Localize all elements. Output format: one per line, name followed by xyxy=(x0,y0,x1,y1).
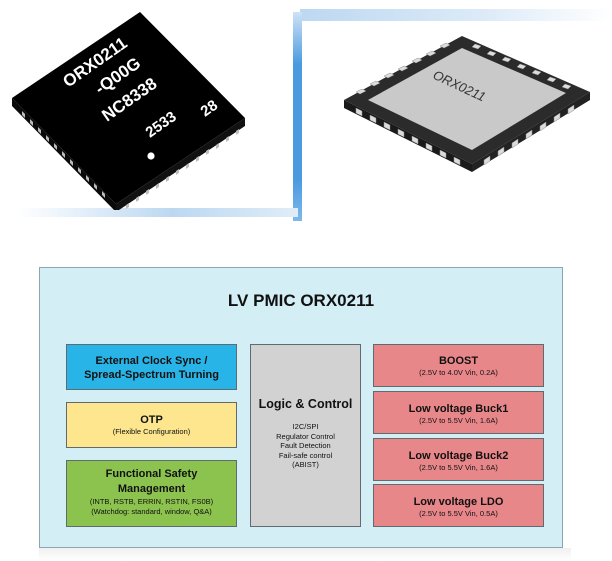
chip-left-pins xyxy=(20,127,23,134)
block-external-clock-sync: External Clock Sync / Spread-Spectrum Tu… xyxy=(66,344,237,390)
block-otp: OTP (Flexible Configuration) xyxy=(66,402,237,448)
block-fsm-sub-line2: (Watchdog: standard, window, Q&A) xyxy=(91,507,212,516)
block-buck2-title: Low voltage Buck2 xyxy=(408,450,509,462)
block-buck1: Low voltage Buck1 (2.5V to 5.5V Vin, 1.6… xyxy=(373,391,544,434)
block-otp-sub: (Flexible Configuration) xyxy=(112,427,191,436)
block-otp-title: OTP xyxy=(140,414,163,426)
block-logic-item: Fail-safe control xyxy=(278,450,333,460)
chip-images: ORX0211 -Q00G NC8338 2533 28 xyxy=(0,0,612,225)
block-fsm-sub-line1: (INTB, RSTB, ERRIN, RSTIN, FS0B) xyxy=(89,497,214,506)
block-logic-item: Fault Detection xyxy=(280,441,331,450)
block-buck2-sub: (2.5V to 5.5V Vin, 1.6A) xyxy=(419,463,498,472)
block-fsm-title-line1: Functional Safety xyxy=(105,468,198,480)
frame-top-bar xyxy=(300,9,612,21)
block-logic-item: (ABIST) xyxy=(292,460,319,469)
diagram-title: LV PMIC ORX0211 xyxy=(227,291,375,310)
pmic-block-diagram: LV PMIC ORX0211 External Clock Sync / Sp… xyxy=(39,267,563,548)
chip-left-pin1-dot xyxy=(147,152,155,160)
block-ldo: Low voltage LDO (2.5V to 5.5V Vin, 0.5A) xyxy=(373,484,544,527)
block-buck2: Low voltage Buck2 (2.5V to 5.5V Vin, 1.6… xyxy=(373,438,544,481)
block-clock-title-line2: Spread-Spectrum Turning xyxy=(84,369,219,381)
block-boost-sub: (2.5V to 4.0V Vin, 0.2A) xyxy=(419,368,498,377)
block-logic-item: I2C/SPI xyxy=(292,422,319,431)
block-ldo-title: Low voltage LDO xyxy=(413,496,504,508)
frame-bottom-bar xyxy=(18,208,298,217)
chip-left-image: ORX0211 -Q00G NC8338 2533 28 xyxy=(12,12,245,210)
block-logic-title: Logic & Control xyxy=(258,397,353,411)
chip-right-image: ORX0211 xyxy=(344,36,590,172)
block-buck1-title: Low voltage Buck1 xyxy=(408,403,509,415)
frame-divider xyxy=(293,12,302,221)
block-logic-control: Logic & Control I2C/SPI Regulator Contro… xyxy=(250,344,361,527)
block-buck1-sub: (2.5V to 5.5V Vin, 1.6A) xyxy=(419,416,498,425)
block-functional-safety: Functional Safety Management (INTB, RSTB… xyxy=(66,460,237,527)
block-fsm-title-line2: Management xyxy=(117,483,186,495)
diagram-shadow xyxy=(39,548,571,561)
block-boost-title: BOOST xyxy=(438,355,479,367)
block-logic-item: Regulator Control xyxy=(276,431,335,441)
chip-right-pins xyxy=(355,42,575,166)
block-boost: BOOST (2.5V to 4.0V Vin, 0.2A) xyxy=(373,344,544,387)
block-ldo-sub: (2.5V to 5.5V Vin, 0.5A) xyxy=(419,509,498,518)
chip-left-line5: 28 xyxy=(198,97,221,120)
block-clock-title-line1: External Clock Sync / xyxy=(95,355,208,367)
